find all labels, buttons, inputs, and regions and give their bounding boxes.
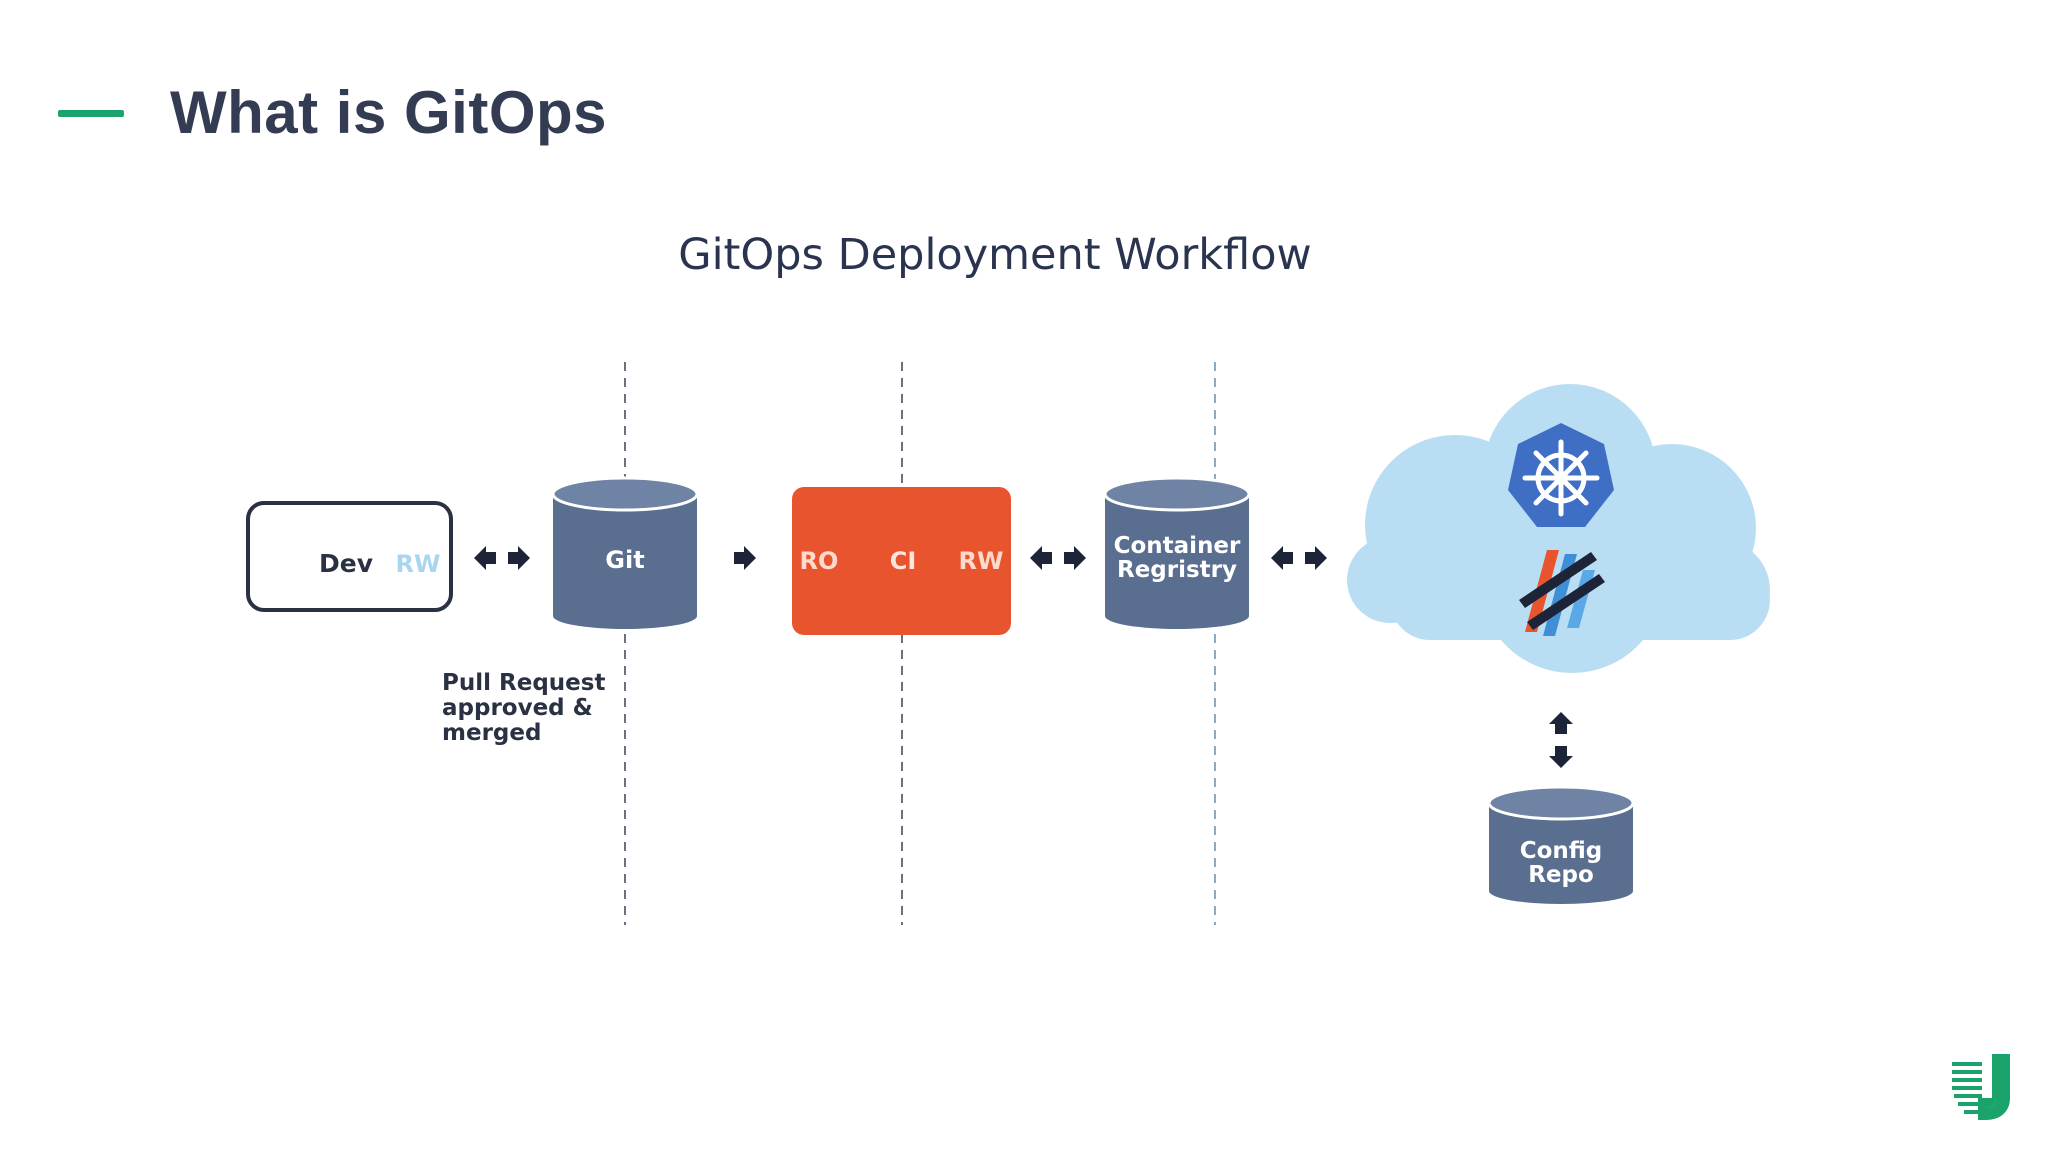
dev-label: Dev [319, 549, 373, 578]
pull-request-note: Pull Request approved & merged [442, 670, 605, 746]
arrow-git-to-ci [734, 546, 756, 570]
ci-label: CI [890, 547, 917, 575]
note-line1: Pull Request [442, 670, 605, 696]
config-label-line2: Repo [1528, 862, 1594, 888]
git-cylinder: Git [551, 476, 699, 629]
registry-label-line1: Container [1114, 533, 1241, 559]
dev-access-label: RW [396, 550, 441, 578]
weave-flux-icon [1519, 550, 1605, 636]
kubernetes-icon [1508, 423, 1614, 527]
registry-label-line2: Regristry [1117, 557, 1237, 583]
title-accent-bar [58, 110, 124, 117]
diagram-title: GitOps Deployment Workflow [678, 230, 1312, 280]
bidirectional-arrow-dev-git [474, 546, 530, 570]
bidirectional-arrow-registry-cloud [1271, 546, 1327, 570]
config-repo-cylinder: Config Repo [1487, 785, 1635, 904]
git-label: Git [605, 546, 644, 574]
ci-box: RO CI RW [792, 487, 1011, 635]
brand-logo [1952, 1054, 2010, 1120]
bidirectional-arrow-cloud-config [1549, 712, 1573, 768]
ci-readonly-label: RO [800, 547, 839, 575]
slide-title: What is GitOps [170, 79, 608, 146]
note-line3: merged [442, 720, 541, 746]
ci-readwrite-label: RW [959, 547, 1004, 575]
dev-box: Dev RW [246, 501, 453, 612]
bidirectional-arrow-ci-registry [1030, 546, 1086, 570]
config-label-line1: Config [1520, 838, 1603, 864]
container-registry-cylinder: Container Regristry [1103, 476, 1251, 629]
note-line2: approved & [442, 695, 593, 721]
